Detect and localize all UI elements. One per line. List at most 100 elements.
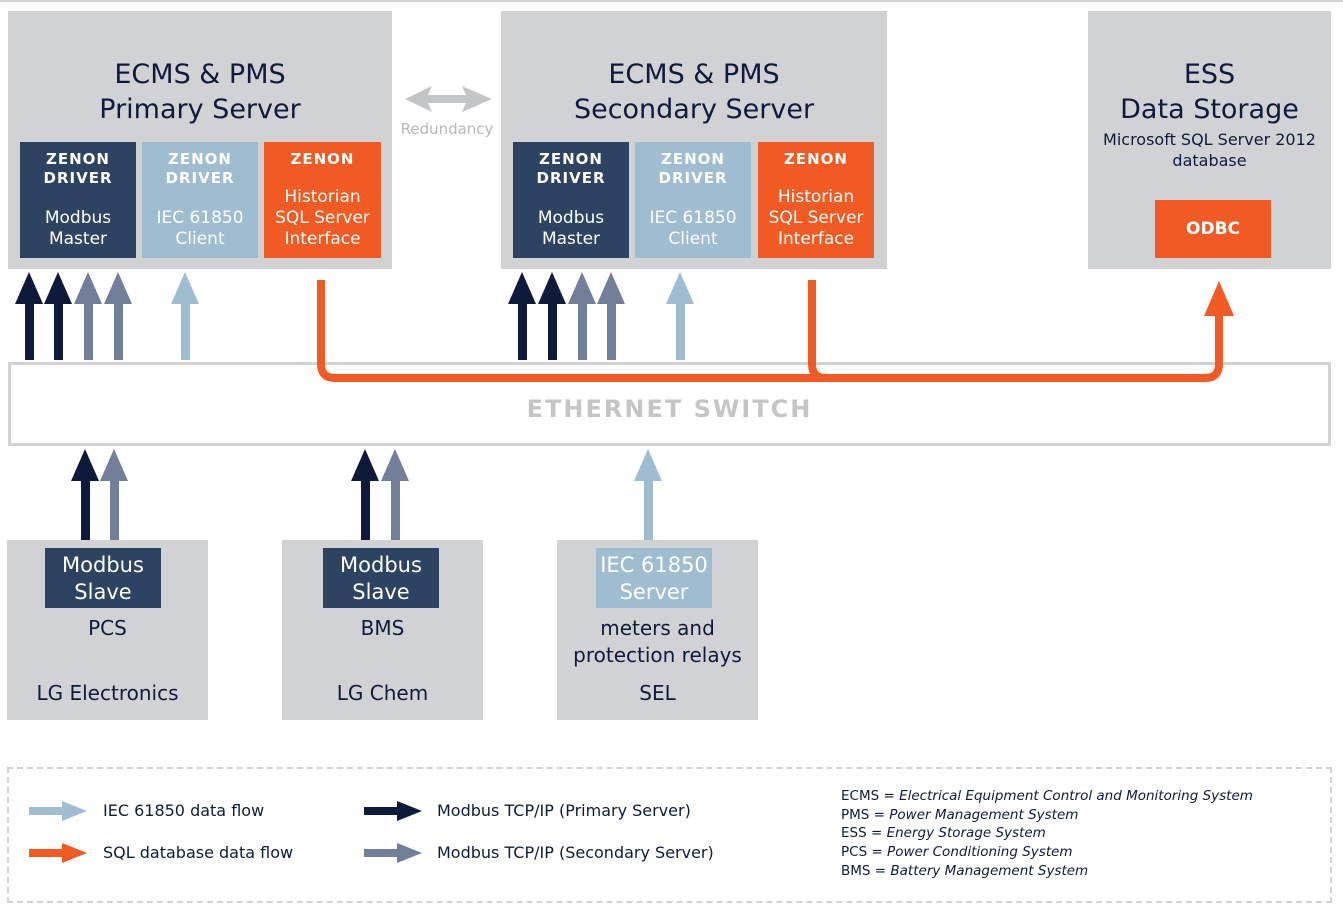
ess-title-line2: Data Storage <box>1120 94 1299 125</box>
up-arrow-icon <box>71 449 99 540</box>
up-arrow-icon <box>568 272 596 360</box>
up-arrow-icon <box>351 449 379 540</box>
legend-label-iec61850: IEC 61850 data flow <box>103 801 265 820</box>
module-body: Client <box>175 229 225 249</box>
tag-line: Slave <box>74 580 132 604</box>
tag-line: IEC 61850 <box>600 553 708 577</box>
bms-modbus-slave-tag: Modbus Slave <box>323 548 439 608</box>
up-arrow-icon <box>597 272 625 360</box>
up-arrow-icon <box>74 272 102 360</box>
sql-arrow-head-icon <box>1204 281 1234 316</box>
abbr-term: BMS <box>841 862 871 879</box>
module-body: Historian <box>284 187 361 207</box>
legend-label-modbus-primary: Modbus TCP/IP (Primary Server) <box>437 801 691 820</box>
abbr-definition: Power Conditioning System <box>887 844 1073 861</box>
tag-line: Slave <box>352 580 410 604</box>
tag-line: Modbus <box>62 553 144 577</box>
module-header: DRIVER <box>536 169 606 187</box>
ethernet-switch-label: ETHERNET SWITCH <box>526 395 813 423</box>
module-body: Modbus <box>537 208 605 228</box>
abbr-term: PMS <box>841 806 870 823</box>
up-arrow-icon <box>538 272 566 360</box>
primary-server-title-line2: Primary Server <box>99 94 301 125</box>
up-arrow-icon <box>666 272 694 360</box>
secondary-server-title-line2: Secondary Server <box>573 94 815 125</box>
tag-line: Server <box>619 580 689 604</box>
bms-device-box: Modbus Slave BMS LG Chem <box>282 540 483 720</box>
module-body: Master <box>48 229 108 249</box>
abbr-definition: Power Management System <box>889 806 1079 823</box>
pcs-name: PCS <box>88 616 127 640</box>
up-arrow-icon <box>100 449 128 540</box>
ess-subtitle-line1: Microsoft SQL Server 2012 <box>1103 130 1316 149</box>
abbr-definition: Battery Management System <box>890 862 1089 879</box>
abbreviation-list: ECMS = Electrical Equipment Control and … <box>841 787 1253 881</box>
ess-subtitle-line2: database <box>1172 151 1247 170</box>
legend-label-sql: SQL database data flow <box>103 843 294 862</box>
legend-label-modbus-secondary: Modbus TCP/IP (Secondary Server) <box>437 843 714 862</box>
up-arrow-icon <box>104 272 132 360</box>
module-body: Interface <box>284 229 361 249</box>
abbreviation-item: ECMS = Electrical Equipment Control and … <box>841 788 1253 804</box>
up-arrow-icon <box>634 449 662 540</box>
sel-device-box: IEC 61850 Server meters and protection r… <box>557 540 758 720</box>
abbreviation-item: PCS = Power Conditioning System <box>841 844 1073 861</box>
module-header: DRIVER <box>43 169 113 187</box>
abbr-term: ECMS <box>841 788 880 804</box>
pcs-vendor: LG Electronics <box>36 681 179 705</box>
sel-iec61850-server-tag: IEC 61850 Server <box>596 548 712 608</box>
redundancy-label: Redundancy <box>400 120 494 138</box>
bms-vendor: LG Chem <box>336 681 429 705</box>
module-body: SQL Server <box>768 208 864 228</box>
sel-name-line1: meters and <box>600 616 715 640</box>
sel-name-line2: protection relays <box>573 643 742 667</box>
module-body: IEC 61850 <box>649 208 737 228</box>
up-arrow-icon <box>171 272 199 360</box>
module-header: ZENON <box>539 150 603 168</box>
ess-title-line1: ESS <box>1183 59 1236 90</box>
module-body: Client <box>668 229 718 249</box>
abbr-definition: Electrical Equipment Control and Monitor… <box>899 788 1253 804</box>
abbreviation-item: BMS = Battery Management System <box>841 862 1089 879</box>
top-divider <box>0 0 1343 2</box>
pcs-modbus-slave-tag: Modbus Slave <box>45 548 161 608</box>
primary-server-title-line1: ECMS & PMS <box>114 59 286 90</box>
up-arrow-icon <box>508 272 536 360</box>
sel-vendor: SEL <box>639 681 676 705</box>
abbreviation-item: ESS = Energy Storage System <box>841 825 1046 842</box>
module-body: SQL Server <box>275 208 370 228</box>
module-header: ZENON <box>46 150 110 168</box>
abbr-term: ESS <box>841 825 867 842</box>
module-body: Master <box>541 229 601 249</box>
module-header: ZENON <box>784 150 848 168</box>
module-header: DRIVER <box>658 169 728 187</box>
bms-name: BMS <box>360 616 405 640</box>
tag-line: Modbus <box>340 553 422 577</box>
pcs-device-box: Modbus Slave PCS LG Electronics <box>7 540 208 720</box>
up-arrow-icon <box>15 272 43 360</box>
abbr-definition: Energy Storage System <box>886 825 1046 842</box>
module-body: IEC 61850 <box>156 208 244 228</box>
module-body: Historian <box>777 187 855 207</box>
module-header: ZENON <box>290 150 355 168</box>
redundancy-arrow-icon <box>405 86 492 112</box>
up-arrow-icon <box>44 272 72 360</box>
ethernet-switch: ETHERNET SWITCH <box>8 362 1331 446</box>
abbr-term: PCS <box>841 844 868 861</box>
odbc-module: ODBC <box>1155 200 1271 258</box>
up-arrow-icon <box>381 449 409 540</box>
module-header: DRIVER <box>165 169 235 187</box>
abbreviation-item: PMS = Power Management System <box>841 806 1079 823</box>
module-header: ZENON <box>661 150 725 168</box>
secondary-server-title-line1: ECMS & PMS <box>608 59 780 90</box>
module-body: Modbus <box>44 208 112 228</box>
legend-box <box>7 767 1332 903</box>
